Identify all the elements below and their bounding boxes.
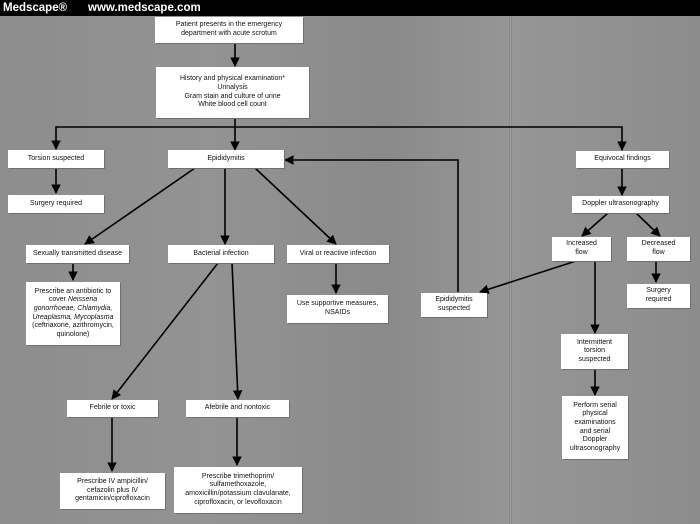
node-decreased-flow: Decreased flow [627, 237, 690, 261]
arrow-history-equivocal [235, 126, 627, 151]
node-supportive-measures: Use supportive measures, NSAIDs [287, 295, 388, 323]
arrow-bacterial-febrile [111, 262, 219, 400]
arrow-epididymitis-std [84, 167, 196, 245]
arrow-epididymitis-viral [254, 167, 337, 245]
node-start: Patient presents in the emergency depart… [155, 17, 303, 43]
node-history: History and physical examination* Urinal… [156, 67, 309, 118]
node-surgery-required: Surgery required [8, 195, 104, 213]
node-equivocal-findings: Equivocal findings [576, 151, 669, 168]
arrow-increased-epi-suspected [479, 260, 577, 294]
node-epididymitis-suspected: Epididymitis suspected [421, 293, 487, 317]
node-afebrile-treatment: Prescribe trimethoprim/ sulfamethoxazole… [174, 467, 302, 513]
brand-logo: Medscape® [3, 2, 68, 14]
top-bar: Medscape® www.medscape.com [0, 0, 700, 16]
arrow-doppler-increased [581, 212, 609, 237]
node-increased-flow: Increased flow [552, 237, 611, 261]
arrow-bacterial-afebrile [231, 262, 243, 400]
node-std: Sexually transmitted disease [26, 245, 129, 263]
site-url[interactable]: www.medscape.com [88, 2, 201, 14]
arrow-doppler-decreased [635, 212, 661, 237]
node-std-treatment: Prescribe an antibiotic to cover Neisser… [26, 282, 120, 345]
arrow-epi-suspected-epididymitis [284, 155, 459, 292]
arrow-history-torsion [51, 118, 236, 150]
node-surgery-required-2: Surgery required [627, 284, 690, 308]
node-doppler: Doppler ultrasonography [572, 196, 669, 213]
node-serial-examinations: Perform serial physical examinations and… [562, 396, 628, 459]
node-bacterial-infection: Bacterial infection [168, 245, 274, 263]
node-afebrile-nontoxic: Afebrile and nontoxic [186, 400, 289, 417]
node-intermittent-torsion: Intermittent torsion suspected [561, 334, 628, 369]
page-fold [509, 16, 512, 524]
node-viral-infection: Viral or reactive infection [287, 245, 389, 263]
node-febrile-treatment: Prescribe IV ampicillin/ cefazolin plus … [60, 473, 165, 509]
node-torsion-suspected: Torsion suspected [8, 150, 104, 168]
node-febrile-toxic: Febrile or toxic [67, 400, 158, 417]
node-epididymitis: Epididymitis [168, 150, 284, 168]
